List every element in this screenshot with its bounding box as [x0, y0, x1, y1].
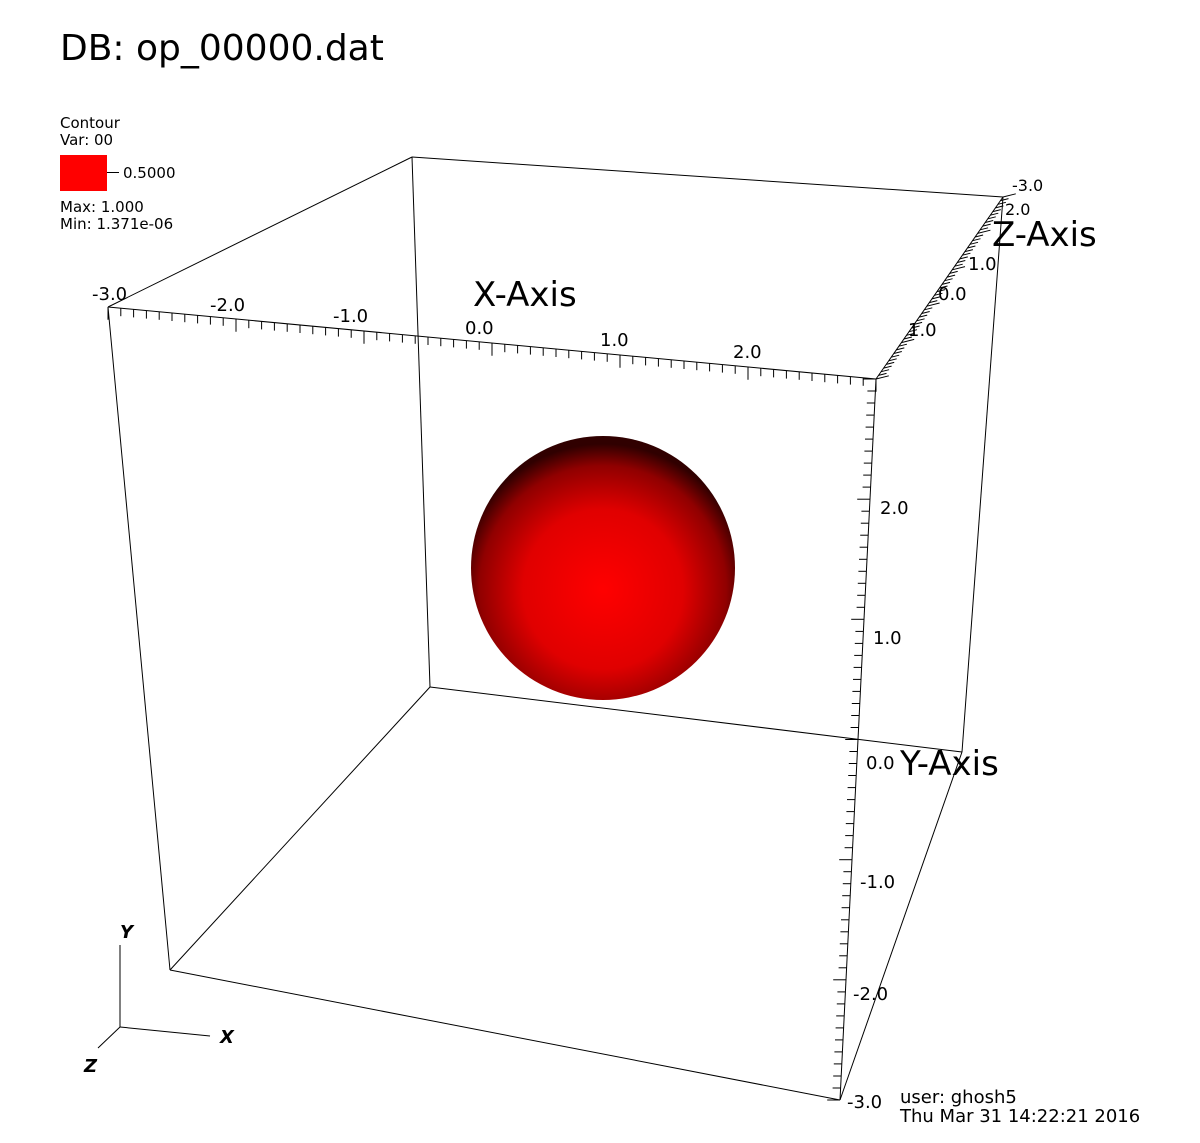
tick-mark	[875, 375, 889, 380]
z-tick-label: 1.0	[968, 254, 997, 275]
legend-color-swatch	[60, 155, 107, 191]
triad-y-label: Y	[120, 922, 135, 943]
x-tick-label: 2.0	[733, 342, 762, 363]
tick-mark	[954, 263, 963, 267]
tick-mark	[972, 238, 981, 242]
tick-mark	[929, 300, 938, 304]
tick-mark	[911, 325, 920, 329]
tick-mark	[959, 256, 968, 260]
tick-mark	[964, 249, 974, 253]
z-tick-label: 2.0	[1005, 200, 1030, 219]
tick-mark	[957, 260, 966, 263]
user-label: user: ghosh5	[900, 1087, 1017, 1108]
tick-mark	[893, 351, 902, 354]
tick-mark	[992, 209, 1001, 213]
y-tick-label: 0.0	[866, 753, 895, 774]
tick-mark	[974, 234, 984, 238]
legend-max: Max: 1.000	[60, 198, 144, 216]
database-title: DB: op_00000.dat	[60, 28, 384, 69]
y-tick-label: 1.0	[873, 628, 902, 649]
tick-mark	[982, 223, 991, 227]
tick-mark	[924, 307, 933, 311]
tick-mark	[941, 281, 951, 285]
tick-mark	[952, 266, 966, 271]
tick-mark	[921, 311, 930, 314]
tick-mark	[949, 270, 958, 274]
x-tick-label: 1.0	[600, 330, 629, 351]
tick-mark	[939, 285, 948, 289]
tick-mark	[908, 329, 918, 333]
legend-plot-type: Contour	[60, 114, 120, 132]
tick-mark	[891, 354, 900, 358]
tick-mark	[903, 336, 913, 340]
contour-sphere[interactable]	[471, 436, 735, 700]
x-axis-title: X-Axis	[473, 275, 577, 315]
z-axis-ticks	[875, 193, 1016, 380]
x-tick-label: -1.0	[333, 306, 368, 327]
tick-mark	[919, 314, 928, 318]
tick-mark	[990, 212, 999, 216]
tick-mark	[1002, 193, 1016, 198]
x-tick-label: 0.0	[465, 318, 494, 339]
tick-mark	[985, 220, 994, 223]
tick-mark	[969, 241, 979, 245]
tick-mark	[944, 278, 953, 282]
tick-mark	[913, 321, 923, 325]
tick-mark	[934, 292, 943, 296]
tick-mark	[896, 347, 905, 351]
x-tick-label: -2.0	[210, 295, 245, 316]
legend-level-value: 0.5000	[123, 164, 176, 182]
tick-mark	[916, 318, 925, 322]
y-axis-ticks	[827, 378, 876, 1101]
tick-mark	[967, 245, 976, 249]
y-tick-label: -1.0	[860, 872, 895, 893]
tick-mark	[1000, 198, 1009, 202]
z-tick-label: 0.0	[938, 284, 967, 305]
tick-mark	[979, 227, 989, 231]
bounding-box-back	[107, 156, 1004, 971]
tick-mark	[888, 358, 897, 362]
y-axis-title: Y-Axis	[899, 744, 999, 784]
z-tick-label: -3.0	[1012, 176, 1043, 195]
tick-mark	[931, 296, 941, 300]
tick-mark	[962, 252, 971, 256]
z-tick-label: 1.0	[908, 320, 937, 341]
triad-z-label: Z	[83, 1056, 98, 1077]
tick-mark	[878, 372, 887, 376]
z-axis-title: Z-Axis	[992, 215, 1097, 255]
tick-mark	[883, 365, 892, 369]
tick-mark	[926, 302, 940, 307]
tick-mark	[886, 361, 895, 365]
tick-mark	[936, 289, 946, 293]
tick-mark	[906, 332, 915, 336]
y-tick-label: -2.0	[853, 984, 888, 1005]
y-tick-label: -3.0	[847, 1092, 882, 1113]
tick-mark	[987, 216, 996, 220]
tick-mark	[880, 369, 890, 373]
triad-x-label: X	[219, 1027, 235, 1048]
tick-mark	[898, 343, 908, 347]
y-tick-label: 2.0	[880, 498, 909, 519]
tick-mark	[997, 201, 1007, 205]
legend-variable: Var: 00	[60, 131, 114, 149]
axis-triad	[97, 945, 211, 1049]
legend-min: Min: 1.371e-06	[60, 215, 174, 233]
tick-mark	[901, 338, 915, 344]
x-axis-ticks	[107, 307, 877, 392]
legend-level-tick	[107, 172, 119, 173]
tick-mark	[977, 229, 991, 234]
tick-mark	[946, 274, 956, 278]
timestamp-label: Thu Mar 31 14:22:21 2016	[900, 1106, 1141, 1127]
tick-mark	[995, 205, 1004, 209]
x-tick-label: -3.0	[92, 284, 127, 305]
